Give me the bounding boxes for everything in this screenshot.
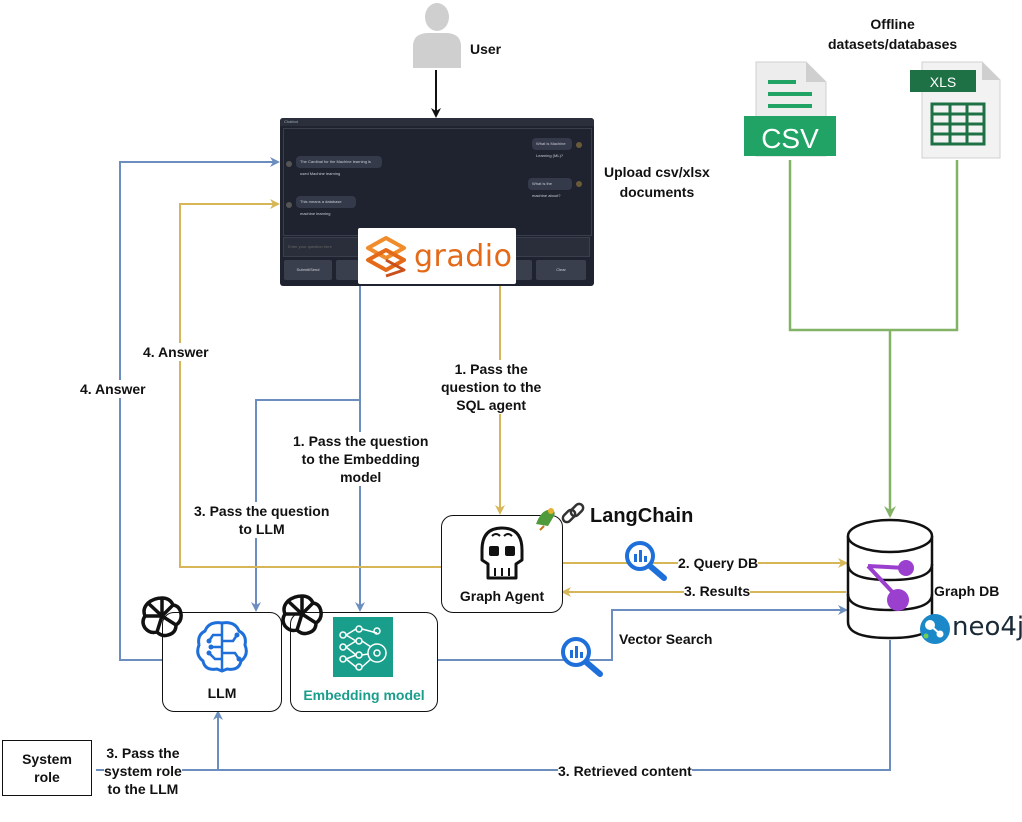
graph-agent-node: Graph Agent [441, 515, 563, 613]
edge-retrieved [213, 640, 891, 771]
chat-bot-message: The Cardinal for the Machine learning is… [296, 156, 382, 176]
langchain-wordmark: LangChain [590, 505, 694, 527]
llm-label: LLM [207, 685, 237, 701]
xls-file-icon: XLS [910, 61, 1001, 159]
chat-button[interactable] [336, 260, 360, 280]
brain-chip-icon [196, 621, 248, 673]
user-label: User [470, 41, 502, 57]
vector-search-icon [561, 637, 603, 677]
edge-label-pass-llm: 3. Pass the question to LLM [194, 502, 330, 538]
csv-file-icon: CSV [744, 61, 836, 157]
edge-label-vector-search: Vector Search [619, 630, 713, 648]
graph-agent-label: Graph Agent [459, 588, 545, 604]
edge-label-answer-outer: 4. Answer [80, 380, 146, 398]
gradio-wordmark: gradio [414, 238, 513, 274]
submit-button[interactable]: Submit/Send [284, 260, 332, 280]
edge-vector-search [437, 605, 848, 661]
chat-user-message: What is the machine about? [528, 178, 572, 198]
edge-xls [890, 160, 959, 332]
upload-label: Upload csv/xlsx documents [604, 164, 710, 200]
csv-icon-text: CSV [761, 123, 819, 154]
edge-label-pass-embedding: 1. Pass the question to the Embedding mo… [293, 432, 429, 486]
gradio-logo-icon [366, 236, 406, 278]
edge-label-query-db: 2. Query DB [678, 554, 759, 572]
openai-logo-icon [141, 596, 183, 638]
edge-label-system-role: 3. Pass the system role to the LLM [104, 744, 182, 798]
edge-llm-answer [119, 157, 280, 661]
graph-database-icon [846, 518, 934, 640]
chat-button[interactable] [512, 260, 532, 280]
neo4j-logo-icon [920, 614, 950, 644]
edge-label-retrieved: 3. Retrieved content [558, 762, 692, 780]
graph-db-label: Graph DB [934, 583, 1000, 599]
robot-head-icon [480, 526, 524, 580]
xls-icon-text: XLS [930, 74, 956, 90]
edge-csv [788, 160, 890, 332]
llm-node: LLM [162, 612, 282, 712]
clear-button[interactable]: Clear [536, 260, 586, 280]
neural-network-icon [333, 617, 393, 677]
edge-agent-answer [179, 199, 441, 568]
edge-gradio-llm [251, 399, 360, 612]
chat-header: Chatbot [284, 119, 299, 124]
edge-label-answer-inner: 4. Answer [143, 343, 209, 361]
user-silhouette-icon [413, 3, 461, 68]
vector-search-icon [625, 541, 667, 581]
gradio-logo: gradio [358, 228, 516, 284]
langchain-logo-icon [536, 502, 585, 531]
chat-bot-message: This means a database machine learning [296, 196, 356, 216]
neo4j-wordmark: neo4j [952, 612, 1022, 642]
system-role-node: System role [2, 740, 92, 796]
embedding-label: Embedding model [303, 687, 425, 703]
offline-label: Offline datasets/databases [828, 16, 958, 52]
chat-user-message: What is Machine Learning (ML)? [532, 138, 572, 158]
edge-label-results: 3. Results [684, 582, 751, 600]
edge-label-pass-sql: 1. Pass the question to the SQL agent [441, 360, 542, 414]
openai-logo-icon [281, 594, 323, 636]
